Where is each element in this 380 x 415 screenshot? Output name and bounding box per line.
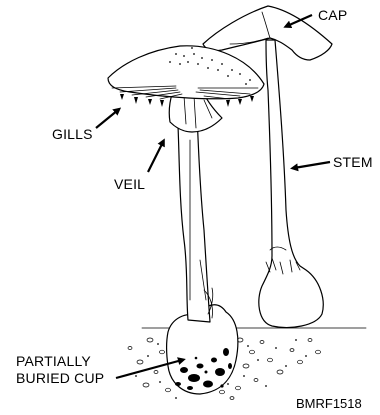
figure-code: BMRF1518 — [296, 396, 362, 411]
label-cup-line2: BURIED CUP — [16, 370, 104, 386]
veil-arrow — [148, 142, 163, 172]
soil-ground — [128, 328, 366, 399]
label-cap: CAP — [318, 7, 347, 23]
label-gills: GILLS — [52, 126, 93, 142]
label-cup-line1: PARTIALLY — [16, 353, 91, 369]
young-mushroom-stem — [259, 40, 323, 328]
label-veil: VEIL — [114, 176, 145, 192]
label-stem: STEM — [333, 154, 373, 170]
gills-arrow — [96, 110, 118, 128]
stem-arrow — [294, 162, 330, 168]
